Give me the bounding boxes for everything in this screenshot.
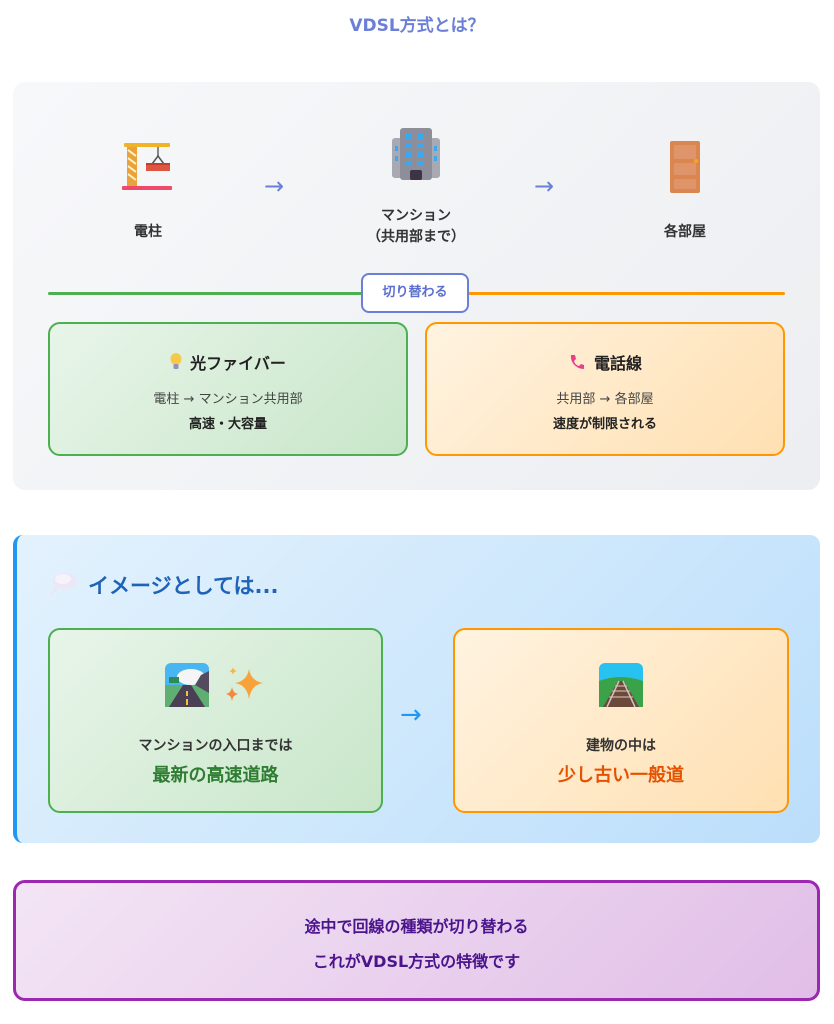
office-building-icon bbox=[388, 126, 444, 182]
highway-card: マンションの入口までは 最新の高速道路 bbox=[48, 628, 383, 813]
flow-node-label: マンション bbox=[381, 208, 451, 224]
phone-line bbox=[468, 292, 785, 295]
light-bulb-icon bbox=[170, 353, 182, 371]
flow-arrow: → bbox=[534, 172, 555, 200]
highway-icons bbox=[50, 663, 381, 707]
image-arrow: → bbox=[400, 700, 422, 730]
thought-balloon-icon bbox=[50, 571, 78, 595]
highway-main: 最新の高速道路 bbox=[152, 765, 279, 786]
page-title: VDSL方式とは？ bbox=[349, 16, 485, 36]
switch-badge: 切り替わる bbox=[361, 273, 469, 313]
summary-line-1: 途中で回線の種類が切り替わる bbox=[304, 917, 529, 936]
image-section-title: イメージとしては... bbox=[50, 570, 278, 600]
summary-box: 途中で回線の種類が切り替わる これがVDSL方式の特徴です bbox=[13, 880, 820, 1001]
phone-card-title: 電話線 bbox=[427, 350, 783, 374]
highway-sub: マンションの入口までは bbox=[138, 738, 293, 754]
railway-track-icon bbox=[599, 663, 643, 707]
phone-note: 速度が制限される bbox=[552, 417, 657, 432]
flow-node-label: 電柱 bbox=[134, 224, 162, 240]
railway-card: 建物の中は 少し古い一般道 bbox=[453, 628, 789, 813]
railway-icons bbox=[455, 663, 787, 707]
motorway-icon bbox=[164, 663, 209, 707]
sparkles-icon bbox=[223, 663, 267, 707]
fiber-card-title: 光ファイバー bbox=[50, 350, 406, 374]
door-icon bbox=[668, 140, 702, 194]
railway-main: 少し古い一般道 bbox=[558, 765, 684, 786]
flow-arrow: → bbox=[264, 172, 285, 200]
fiber-route: 電柱 → マンション共用部 bbox=[153, 392, 303, 407]
flow-node-pole: 電柱 bbox=[108, 140, 188, 243]
fiber-title-text: 光ファイバー bbox=[190, 354, 286, 373]
image-title-text: イメージとしては... bbox=[88, 574, 279, 598]
telephone-receiver-icon bbox=[568, 353, 586, 371]
crane-icon bbox=[120, 140, 176, 192]
phone-card: 電話線 共用部 → 各部屋 速度が制限される bbox=[425, 322, 785, 456]
fiber-note: 高速・大容量 bbox=[188, 417, 267, 432]
phone-title-text: 電話線 bbox=[593, 354, 642, 373]
railway-sub: 建物の中は bbox=[586, 738, 656, 754]
flow-node-building: マンション （共用部まで） bbox=[346, 126, 486, 248]
fiber-card: 光ファイバー 電柱 → マンション共用部 高速・大容量 bbox=[48, 322, 408, 456]
phone-route: 共用部 → 各部屋 bbox=[556, 392, 654, 407]
flow-node-label: 各部屋 bbox=[664, 224, 706, 240]
flow-node-room: 各部屋 bbox=[645, 140, 725, 243]
fiber-line bbox=[48, 292, 368, 295]
summary-line-2: これがVDSL方式の特徴です bbox=[312, 952, 521, 971]
flow-node-sublabel: （共用部まで） bbox=[367, 229, 465, 245]
